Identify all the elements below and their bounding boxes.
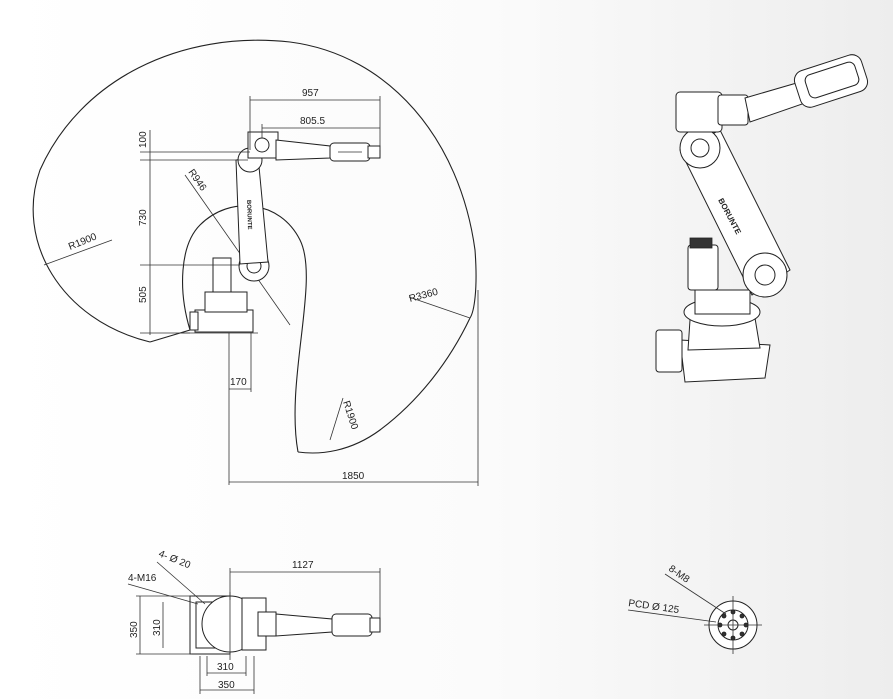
dim-reach-wrist: 805.5 [300, 116, 325, 127]
dim-base-height: 505 [138, 286, 149, 303]
robot-top-view [189, 592, 381, 660]
dim-top-length: 1127 [292, 560, 314, 571]
dim-base-offset: 170 [230, 377, 247, 388]
dim-reach-top: 957 [302, 88, 319, 99]
dim-top-width-outer: 350 [129, 621, 140, 638]
work-envelope [32, 39, 477, 454]
side-arm-marking: BORUNTE [245, 200, 252, 230]
dim-top-depth-outer: 350 [218, 680, 235, 691]
flange-thread-label: 8-M8 [666, 563, 691, 585]
dim-top-bolts: 4-M16 [128, 573, 157, 584]
radius-leaders [43, 174, 471, 441]
dim-upper-arm: 730 [138, 209, 149, 226]
dim-total-reach: 1850 [342, 471, 365, 482]
flange-view [627, 573, 762, 654]
robot-side-view: BORUNTE [180, 131, 381, 334]
side-dimensions [140, 96, 479, 486]
dim-top-depth-inner: 310 [217, 662, 234, 673]
dim-top-holes: 4- Ø 20 [157, 549, 192, 572]
radius-left-label: R1900 [67, 231, 99, 252]
robot-3d-render: BORUNTE [655, 54, 869, 383]
top-dimensions [127, 561, 381, 694]
dim-offset-top: 100 [138, 131, 149, 148]
dim-top-width-inner: 310 [152, 619, 163, 636]
radius-bottom-label: R1900 [340, 400, 360, 432]
